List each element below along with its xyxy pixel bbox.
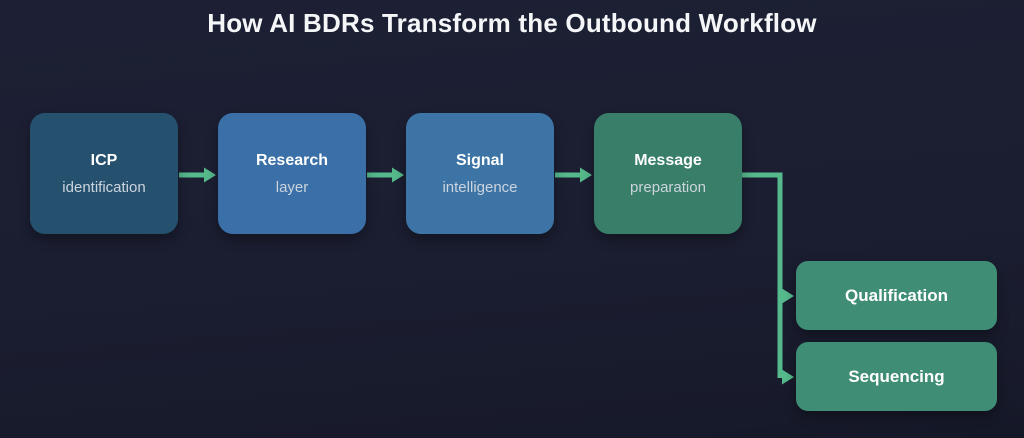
arrow-research-to-signal	[367, 167, 404, 183]
arrow-signal-to-message	[555, 167, 592, 183]
arrowhead-qualification	[782, 288, 794, 304]
node-icp-identification: ICP identification	[30, 113, 178, 234]
node-qualification: Qualification	[796, 261, 997, 330]
node-sequencing: Sequencing	[796, 342, 997, 411]
node-title: Signal	[455, 151, 504, 169]
arrow-icp-to-research	[179, 167, 216, 183]
node-title: ICP	[90, 151, 118, 169]
arrowhead-sequencing	[782, 369, 794, 385]
node-title: Research	[255, 151, 329, 169]
node-title: Message	[634, 151, 702, 169]
node-title: Qualification	[845, 285, 948, 305]
node-title: Sequencing	[848, 366, 945, 386]
node-research-layer: Research layer	[218, 113, 366, 234]
node-subtitle: identification	[62, 178, 146, 196]
node-subtitle: preparation	[630, 178, 706, 196]
connector-message-branch	[742, 172, 794, 385]
node-subtitle: intelligence	[442, 178, 518, 196]
node-subtitle: layer	[275, 178, 309, 196]
node-signal-intelligence: Signal intelligence	[406, 113, 554, 234]
page-title: How AI BDRs Transform the Outbound Workf…	[207, 8, 817, 38]
node-message-preparation: Message preparation	[594, 113, 742, 234]
